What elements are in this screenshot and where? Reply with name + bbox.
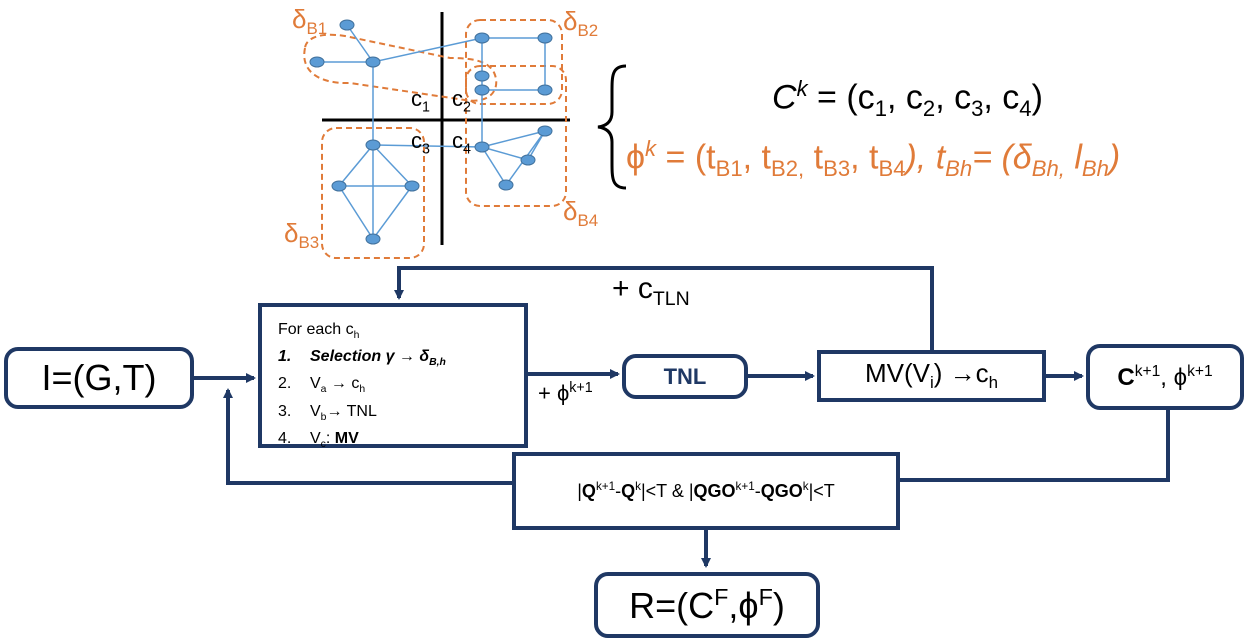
quadrant-label-c1: c1 (411, 86, 430, 116)
phi-update-label: + ϕk+1 (538, 380, 593, 406)
convergence-condition-box: |Qk+1-Qk|<T & |QGOk+1-QGOk|<T (512, 452, 900, 530)
tnl-label: TNL (663, 363, 707, 389)
convergence-condition: |Qk+1-Qk|<T & |QGOk+1-QGOk|<T (577, 480, 835, 501)
steps-box: For each ch 1. Selection γ → δB,h 2. Va … (258, 303, 528, 450)
mv-label: MV(Vi) →ch (864, 358, 999, 393)
tnl-box: TNL (622, 354, 748, 399)
input-box: I=(G,T) (4, 347, 194, 409)
group-label-b1: δB1 (292, 4, 328, 39)
curly-brace (597, 64, 627, 190)
group-label-b4: δB4 (563, 196, 599, 231)
ctln-label: + cTLN (612, 272, 690, 310)
quadrant-label-c4: c4 (452, 128, 471, 158)
group-label-b3: δB3 (284, 218, 320, 253)
formula-line-1: Ck = (c1, c2, c3, c4) (772, 76, 1043, 122)
result-label: R=(CF,ϕF) (629, 583, 785, 626)
step-4: 4. Vc: MV (278, 429, 359, 450)
step-3: 3. Vb→ TNL (278, 402, 377, 423)
quadrant-label-c3: c3 (411, 128, 430, 158)
step-2: 2. Va → ch (278, 375, 366, 396)
input-label: I=(G,T) (41, 357, 157, 398)
quadrant-label-c2: c2 (452, 86, 471, 116)
group-label-b2: δB2 (563, 6, 599, 41)
result-box: R=(CF,ϕF) (594, 572, 820, 638)
steps-title: For each ch (278, 321, 360, 342)
formula-line-2: ϕk = (tB1, tB2, tB3, tB4), tBh= (δBh, lB… (626, 136, 1121, 182)
next-state-box: Ck+1, ϕk+1 (1086, 344, 1244, 410)
group-b4-outline (465, 65, 567, 207)
graph-nodes (309, 19, 553, 245)
step-1: 1. Selection γ → δB,h (278, 348, 446, 369)
group-b2-outline (465, 19, 563, 105)
next-state-label: Ck+1, ϕk+1 (1117, 362, 1213, 391)
group-b1-outline (303, 33, 498, 102)
mv-box: MV(Vi) →ch (817, 350, 1046, 402)
